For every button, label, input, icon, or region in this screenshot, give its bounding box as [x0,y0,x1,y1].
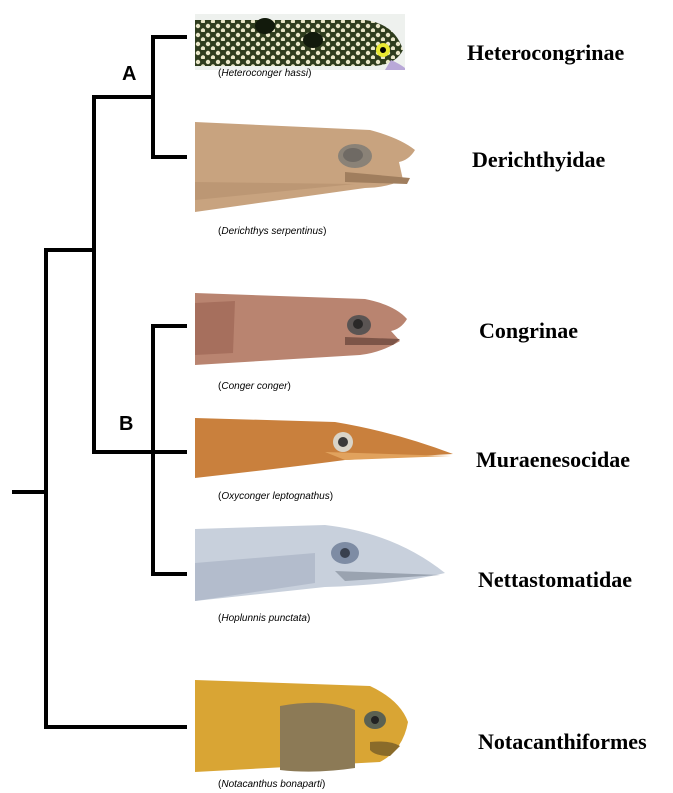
notacanthus-bonaparti-image [195,680,410,775]
heteroconger-hassi-image [195,14,405,70]
taxon-label-derichthyidae: Derichthyidae [472,147,605,173]
species-caption: (Oxyconger leptognathus) [218,491,333,502]
species-name: Heteroconger hassi [221,68,308,79]
derichthys-serpentinus-image [195,122,420,212]
species-caption: (Heteroconger hassi) [218,68,311,79]
taxon-label-congrinae: Congrinae [479,318,578,344]
node-label-a: A [122,63,136,86]
oxyconger-leptognathus-image [195,418,455,480]
taxon-label-heterocongrinae: Heterocongrinae [467,40,624,66]
conger-conger-image [195,293,410,368]
species-caption: (Notacanthus bonaparti) [218,779,325,790]
taxon-label-notacanthiformes: Notacanthiformes [478,729,647,755]
hoplunnis-punctata-image [195,523,450,603]
species-name: Conger conger [221,381,287,392]
species-caption: (Hoplunnis punctata) [218,613,310,624]
taxon-label-nettastomatidae: Nettastomatidae [478,567,632,593]
species-name: Notacanthus bonaparti [221,779,322,790]
species-caption: (Conger conger) [218,381,291,392]
species-name: Derichthys serpentinus [221,226,323,237]
species-name: Hoplunnis punctata [221,613,307,624]
species-name: Oxyconger leptognathus [221,491,329,502]
taxon-label-muraenesocidae: Muraenesocidae [476,447,630,473]
species-caption: (Derichthys serpentinus) [218,226,326,237]
node-label-b: B [119,413,133,436]
